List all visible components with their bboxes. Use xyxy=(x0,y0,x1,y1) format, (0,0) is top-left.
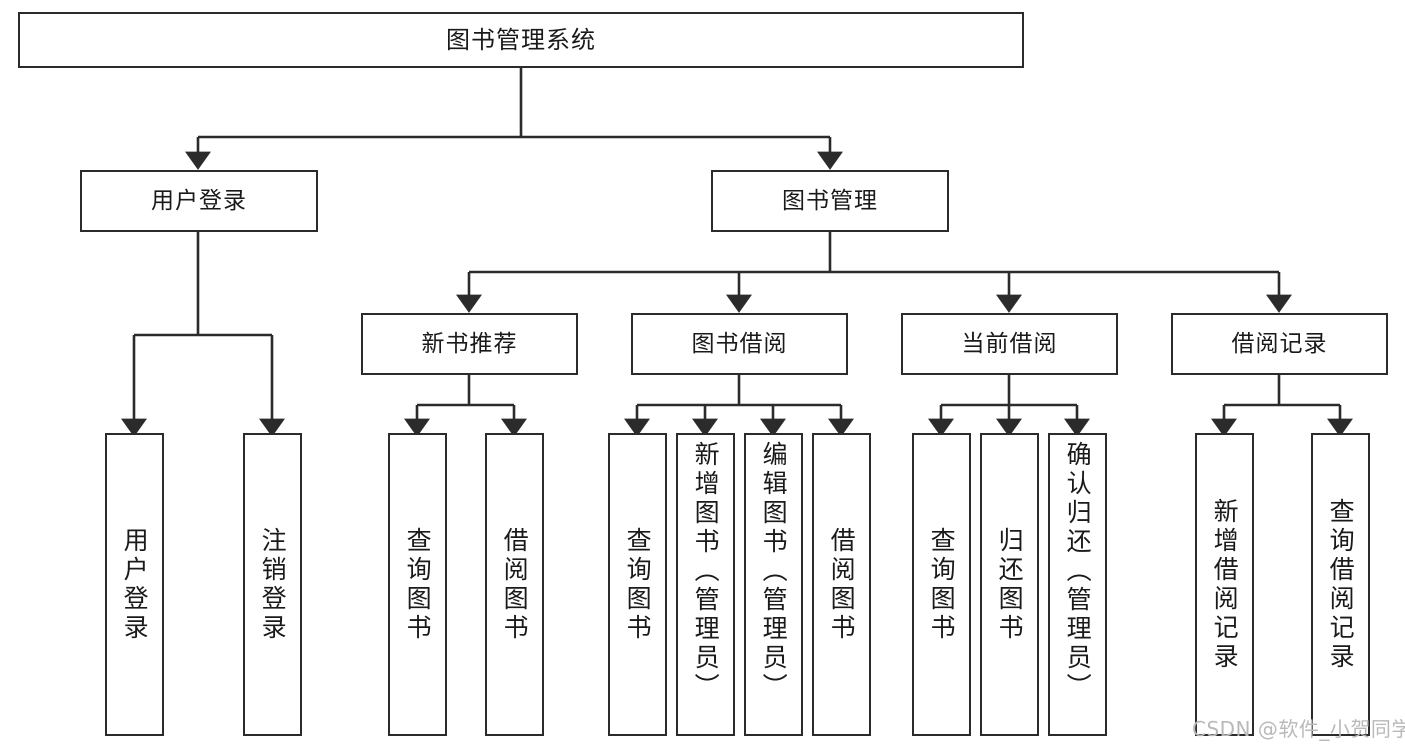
node-borrow-record[interactable]: 借阅记录 xyxy=(1171,313,1388,375)
csdn-watermark: CSDN @软件_小贺同学 xyxy=(1192,717,1405,741)
leaf-query-book-current[interactable]: 查询图书 xyxy=(912,433,971,736)
leaf-return-book[interactable]: 归还图书 xyxy=(980,433,1039,736)
leaf-query-borrow-record[interactable]: 查询借阅记录 xyxy=(1311,433,1370,736)
node-user-login[interactable]: 用户登录 xyxy=(80,170,318,232)
leaf-user-login[interactable]: 用户登录 xyxy=(105,433,164,736)
node-new-book-recommend[interactable]: 新书推荐 xyxy=(361,313,578,375)
node-book-manage[interactable]: 图书管理 xyxy=(711,170,949,232)
leaf-label: 编辑图书（管理员） xyxy=(759,441,789,702)
leaf-label: 查询借阅记录 xyxy=(1326,497,1356,672)
leaf-add-borrow-record[interactable]: 新增借阅记录 xyxy=(1195,433,1254,736)
leaf-label: 查询图书 xyxy=(623,526,653,643)
leaf-borrow-book-recommend[interactable]: 借阅图书 xyxy=(485,433,544,736)
leaf-query-book-recommend[interactable]: 查询图书 xyxy=(388,433,447,736)
node-root-system[interactable]: 图书管理系统 xyxy=(18,12,1024,68)
leaf-label: 借阅图书 xyxy=(500,526,530,643)
leaf-label: 查询图书 xyxy=(403,526,433,643)
leaf-label: 新增借阅记录 xyxy=(1210,497,1240,672)
leaf-label: 确认归还（管理员） xyxy=(1063,441,1093,702)
leaf-confirm-return-admin[interactable]: 确认归还（管理员） xyxy=(1048,433,1107,736)
leaf-logout[interactable]: 注销登录 xyxy=(243,433,302,736)
node-current-borrow[interactable]: 当前借阅 xyxy=(901,313,1118,375)
leaf-label: 借阅图书 xyxy=(827,526,857,643)
leaf-label: 归还图书 xyxy=(995,526,1025,643)
leaf-edit-book-admin[interactable]: 编辑图书（管理员） xyxy=(744,433,803,736)
leaf-label: 新增图书（管理员） xyxy=(691,441,721,702)
leaf-label: 用户登录 xyxy=(120,526,150,643)
leaf-label: 查询图书 xyxy=(927,526,957,643)
leaf-query-book-borrow[interactable]: 查询图书 xyxy=(608,433,667,736)
leaf-add-book-admin[interactable]: 新增图书（管理员） xyxy=(676,433,735,736)
leaf-borrow-book[interactable]: 借阅图书 xyxy=(812,433,871,736)
leaf-label: 注销登录 xyxy=(258,526,288,643)
node-book-borrow[interactable]: 图书借阅 xyxy=(631,313,848,375)
